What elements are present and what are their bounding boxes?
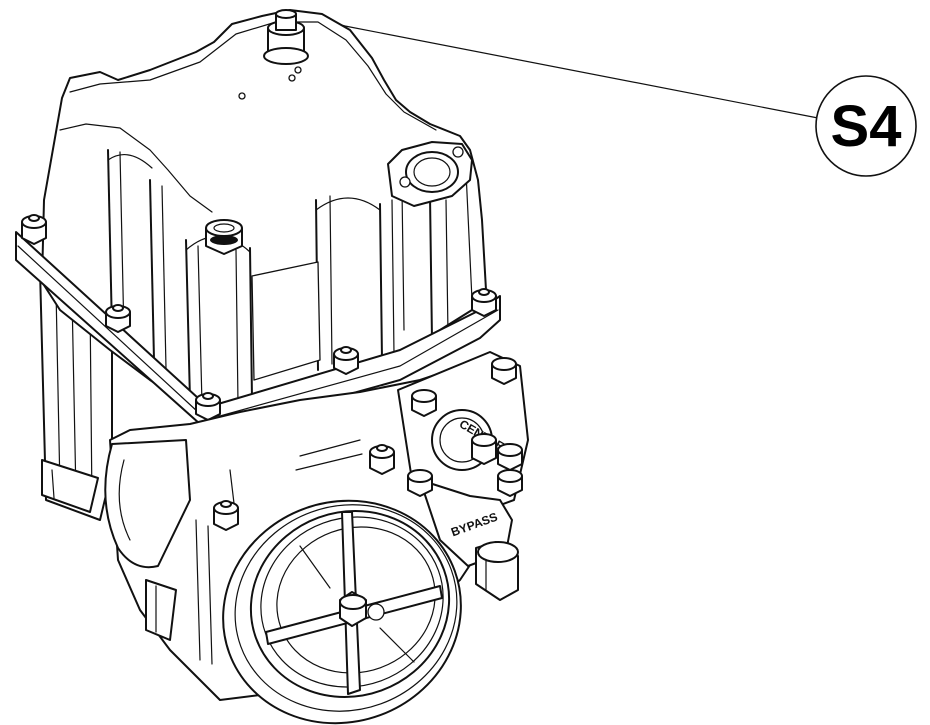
top-port-fitting (238, 9, 309, 100)
body-bolt-1 (213, 500, 239, 531)
cover-bolt-3 (497, 443, 523, 471)
housing-cap-bolt (205, 219, 243, 255)
body-bolt-2 (369, 444, 395, 475)
flange-nut-1 (21, 214, 47, 245)
upper-housing (41, 9, 487, 419)
flange-nut-5 (471, 288, 497, 317)
flange-nut-2 (105, 304, 131, 333)
cover-bolt-4 (497, 469, 523, 497)
bypass-adjuster-shaft (475, 541, 519, 601)
callout-label: S4 (831, 94, 902, 159)
callout-bubble: S4 (815, 75, 917, 177)
bypass-nut (407, 469, 433, 497)
cover-bolt-1 (411, 389, 437, 417)
cover-bolt-2 (491, 357, 517, 385)
side-port-boss (387, 141, 473, 207)
flange-nut-3 (195, 392, 221, 421)
pulley-hub-nut (339, 591, 385, 627)
flange-nut-4 (333, 346, 359, 375)
